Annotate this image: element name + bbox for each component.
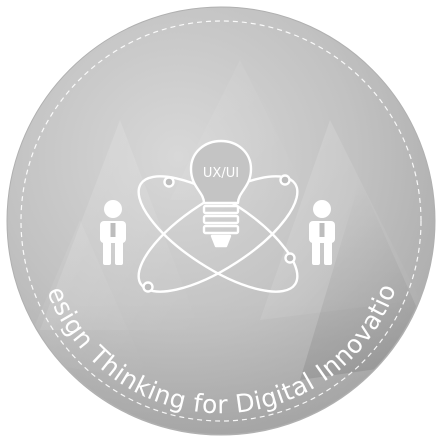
orbit-icon xyxy=(137,174,299,293)
lightbulb-icon xyxy=(189,139,253,248)
person-icon xyxy=(100,200,126,265)
bulb-label: UX/UI xyxy=(203,166,239,181)
dashed-ring xyxy=(20,20,422,422)
person-icon xyxy=(309,200,335,265)
